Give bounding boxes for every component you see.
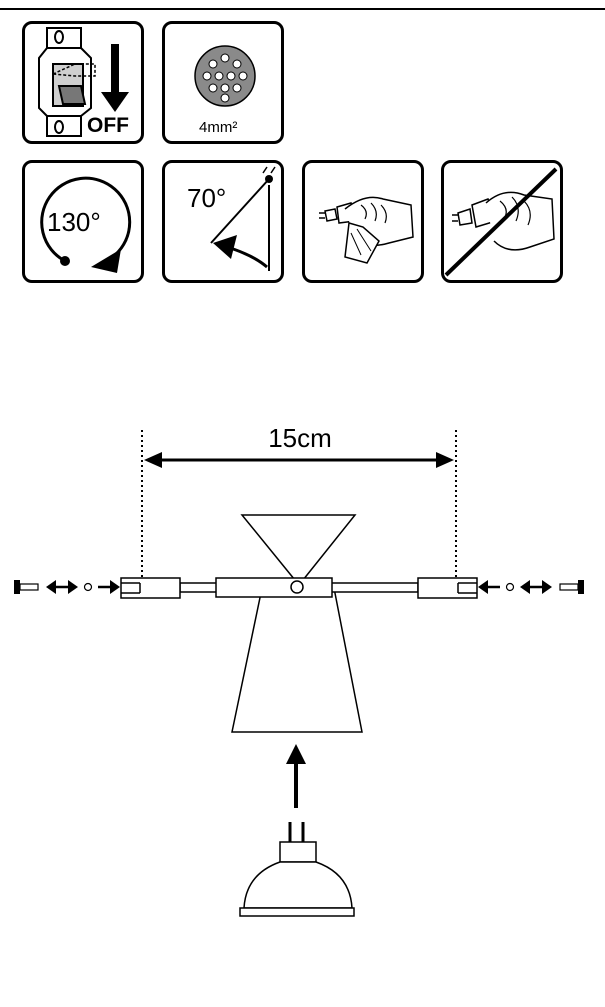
rotation-arrow-head bbox=[91, 249, 121, 273]
screw-head-right bbox=[578, 580, 584, 594]
dimension-arrow-right-icon bbox=[436, 452, 454, 468]
shade-upper bbox=[240, 514, 357, 587]
mounting-bracket bbox=[215, 577, 333, 598]
distance-label: 15cm bbox=[268, 423, 332, 453]
off-label: OFF bbox=[87, 114, 129, 137]
arrow-down-icon bbox=[101, 92, 129, 112]
prohibition-slash bbox=[444, 167, 558, 277]
double-arrow-right-icon bbox=[520, 580, 530, 594]
end-clip-left bbox=[120, 577, 181, 599]
circuit-breaker-icon: OFF bbox=[38, 27, 129, 137]
bulb-icon bbox=[239, 822, 355, 917]
bulb-cloth-panel bbox=[302, 160, 424, 283]
tilt-angle-label: 70° bbox=[187, 183, 226, 213]
insert-arrow-right-icon bbox=[478, 580, 488, 594]
arrow-up-icon bbox=[286, 744, 306, 764]
top-rule bbox=[0, 8, 605, 10]
wall-plug-right-icon bbox=[505, 582, 515, 592]
hand-holding-bulb-crossed-out-icon bbox=[444, 167, 558, 277]
mounting-diagram: 15cm bbox=[14, 423, 584, 917]
insert-arrow-left-icon bbox=[110, 580, 120, 594]
tilt-panel: 70° bbox=[162, 160, 284, 283]
center-screw-hole bbox=[290, 580, 304, 594]
rotation-angle-label: 130° bbox=[47, 207, 101, 237]
rotation-icon: 130° bbox=[40, 176, 132, 273]
arrow-down-shaft bbox=[111, 44, 119, 94]
tilt-arrow-head bbox=[213, 235, 237, 259]
screw-left-icon bbox=[19, 583, 39, 591]
dimension-arrow-left-icon bbox=[144, 452, 162, 468]
power-off-panel: OFF bbox=[22, 21, 144, 144]
cable-cross-section-icon: 4mm² bbox=[194, 45, 256, 136]
rotation-panel: 130° bbox=[22, 160, 144, 283]
screw-right-icon bbox=[559, 583, 579, 591]
double-arrow-left-icon bbox=[46, 580, 56, 594]
end-clip-right bbox=[417, 577, 478, 599]
shade-lower bbox=[231, 587, 363, 733]
hand-holding-bulb-with-cloth-icon bbox=[319, 196, 414, 264]
cable-section-panel: 4mm² bbox=[162, 21, 284, 144]
screw-head-left bbox=[14, 580, 20, 594]
cable-section-label: 4mm² bbox=[199, 119, 237, 136]
tilt-angle-icon: 70° bbox=[187, 166, 276, 271]
bulb-bare-hands-panel bbox=[441, 160, 563, 283]
wall-plug-left-icon bbox=[83, 582, 93, 592]
